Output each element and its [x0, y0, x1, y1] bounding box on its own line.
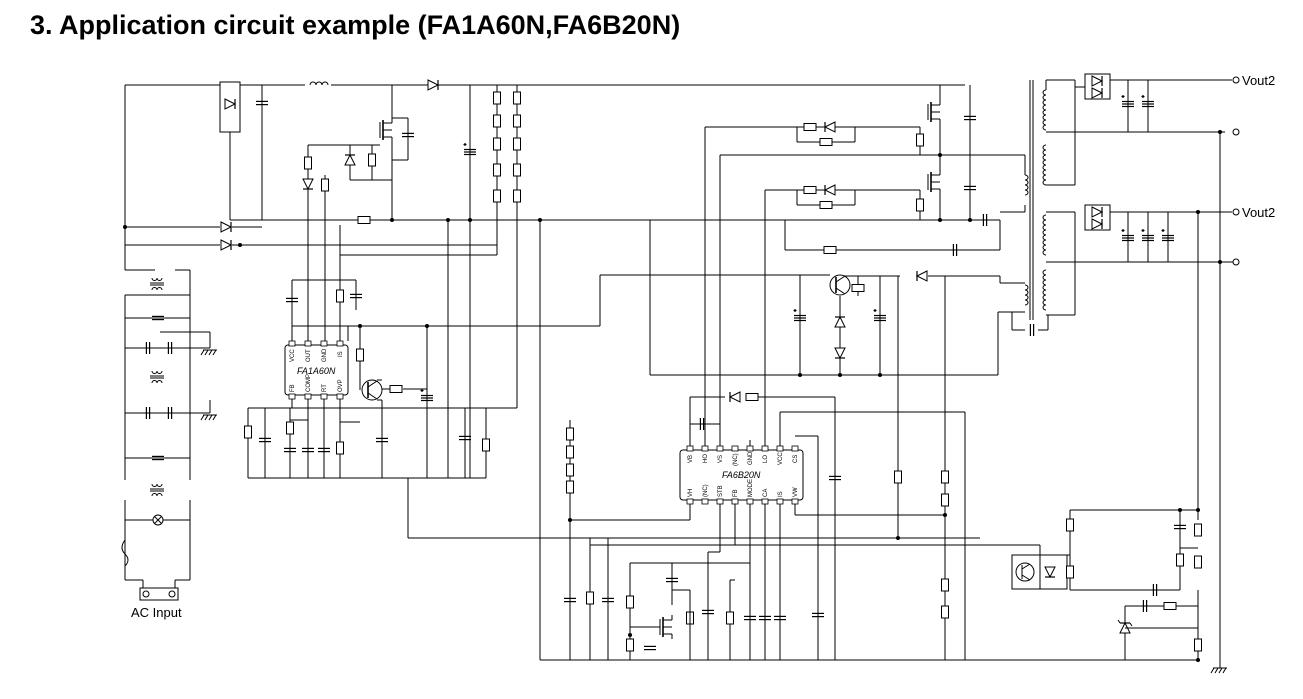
- ic2-pin-label: CA: [763, 489, 769, 497]
- half-bridge-stage: [470, 85, 1029, 257]
- ic-fa1a60n: FA1A60N VCC OUT GND IS FB COMP RT OVP: [244, 218, 980, 539]
- ic1-pin-label: RT: [322, 384, 328, 392]
- ic1-top-pins: VCC OUT GND IS: [288, 340, 344, 362]
- ic2-name: FA6B20N: [722, 470, 761, 480]
- ic2-pin-label: VB: [688, 455, 694, 463]
- ic1-bottom-pins: FB COMP RT OVP: [288, 374, 344, 400]
- ic2-pin-label: STB: [718, 485, 724, 497]
- ic2-pin-label: MODE: [748, 479, 754, 497]
- ic2-pin-label: VS: [718, 455, 724, 463]
- ic-fa6b20n: FA6B20N VB HO VS (NC) GND LO VCC CS: [540, 127, 1198, 661]
- ic2-pin-label: (NC): [733, 453, 739, 466]
- ic1-pin-label: FB: [290, 384, 296, 392]
- ic1-pin-label: OVP: [338, 379, 344, 392]
- ic2-pin-label: GND: [748, 451, 754, 465]
- ic2-bottom-pins: VH (NC) STB FB MODE CA IS VW: [686, 479, 799, 505]
- ic2-pin-label: VH: [688, 489, 694, 497]
- ic1-pin-label: VCC: [290, 349, 296, 362]
- ic2-pin-label: IS: [778, 491, 784, 497]
- ic2-pin-label: FB: [733, 489, 739, 497]
- output-section: Vout2 Vout2: [1029, 73, 1275, 674]
- vout-label-1: Vout2: [1242, 73, 1275, 88]
- ic2-pin-label: VCC: [778, 452, 784, 465]
- ic1-pin-label: GND: [322, 348, 328, 362]
- feedback-section: [1011, 508, 1202, 662]
- ic1-name: FA1A60N: [297, 366, 336, 376]
- ic2-pin-label: VW: [793, 487, 799, 497]
- ic2-pin-label: CS: [793, 455, 799, 463]
- page-title: 3. Application circuit example (FA1A60N,…: [30, 10, 681, 40]
- ic1-pin-label: COMP: [306, 374, 312, 392]
- ic1-pin-label: IS: [338, 351, 344, 357]
- aux-supply: [649, 220, 1049, 377]
- ic2-pin-label: (NC): [703, 484, 709, 497]
- ic2-pin-label: HO: [703, 454, 709, 463]
- vout-label-2: Vout2: [1242, 205, 1275, 220]
- ic2-pin-label: LO: [763, 455, 769, 463]
- ic1-pin-label: OUT: [306, 349, 312, 362]
- ac-input-label: AC Input: [131, 605, 182, 620]
- input-filter-section: AC Input: [121, 79, 965, 620]
- pfc-stage: [302, 85, 542, 660]
